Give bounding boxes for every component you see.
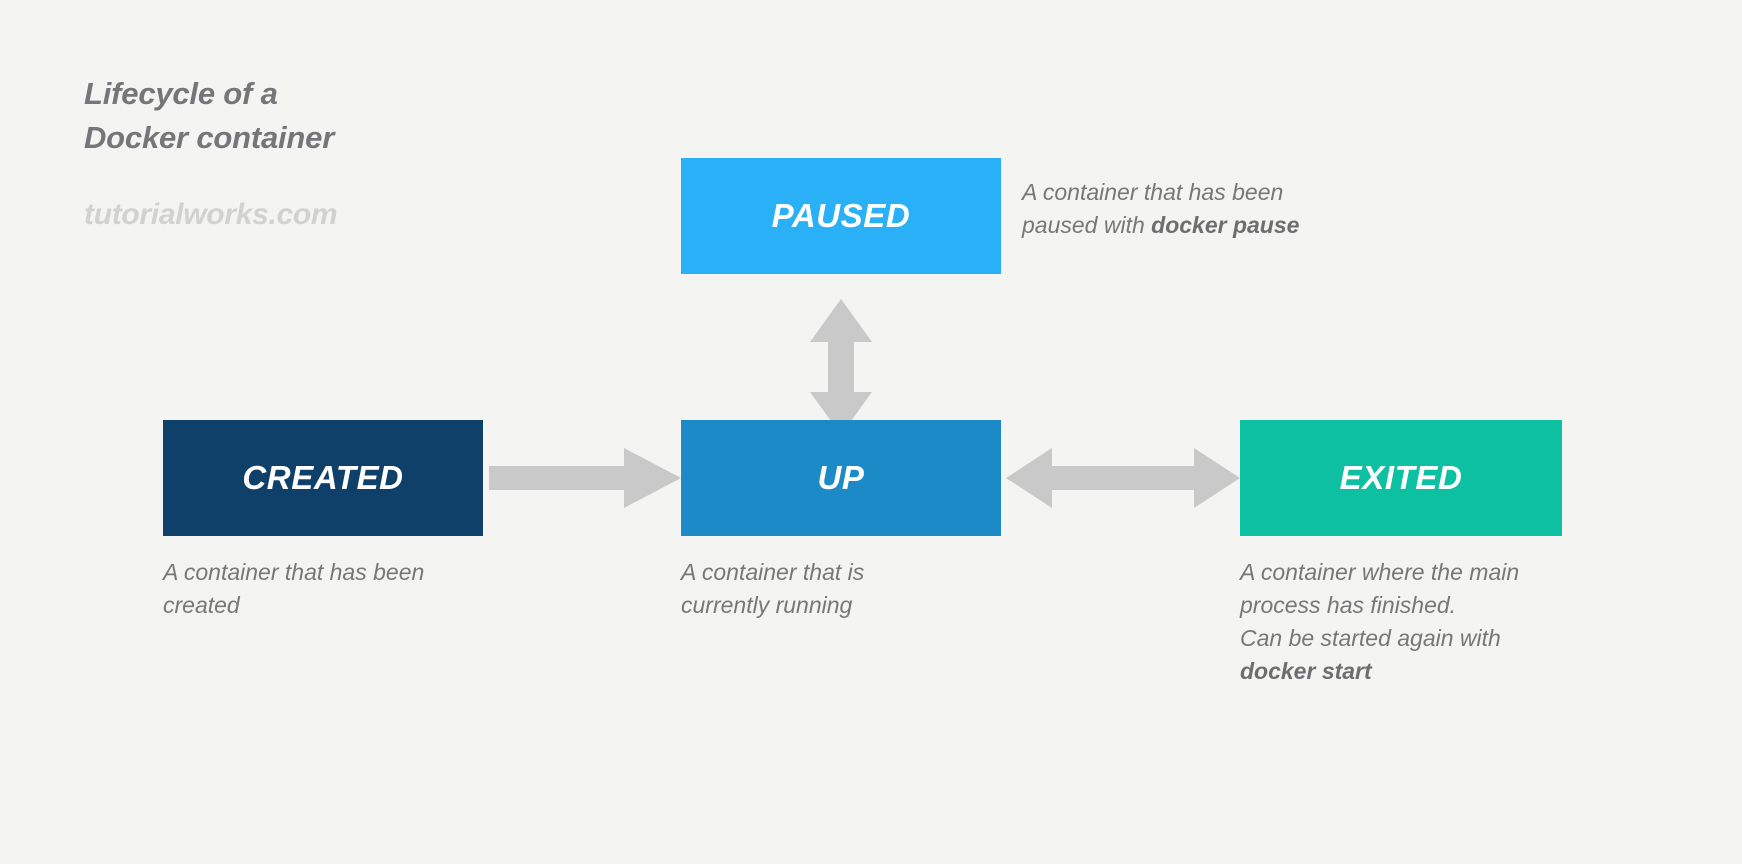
state-label-paused: PAUSED (771, 197, 911, 234)
state-box-created[interactable]: CREATED (163, 420, 483, 536)
caption-created: A container that has been created (163, 559, 425, 618)
arrow-up-to-paused (810, 299, 872, 435)
caption-exited-text: A container where the main process has f… (1240, 559, 1520, 651)
caption-exited: A container where the main process has f… (1240, 556, 1640, 688)
state-box-paused[interactable]: PAUSED (681, 158, 1001, 274)
state-label-up: UP (817, 459, 865, 496)
title-block: Lifecycle of a Docker container tutorial… (84, 72, 604, 232)
caption-exited-command: docker start (1240, 657, 1372, 684)
caption-paused: A container that has been paused with do… (1022, 176, 1442, 242)
page-title: Lifecycle of a Docker container (84, 72, 604, 160)
title-line-1: Lifecycle of a (84, 76, 278, 111)
state-box-exited[interactable]: EXITED (1240, 420, 1562, 536)
title-line-2: Docker container (84, 120, 335, 156)
state-label-exited: EXITED (1339, 459, 1463, 496)
arrow-created-to-up (489, 448, 681, 508)
watermark: tutorialworks.com (84, 198, 338, 232)
arrow-up-to-exited (1006, 448, 1240, 508)
state-box-up[interactable]: UP (681, 420, 1001, 536)
caption-up: A container that is currently running (681, 559, 865, 618)
state-label-created: CREATED (242, 459, 404, 496)
caption-paused-text: A container that has been paused with (1022, 179, 1284, 238)
caption-paused-command: docker pause (1151, 211, 1300, 238)
